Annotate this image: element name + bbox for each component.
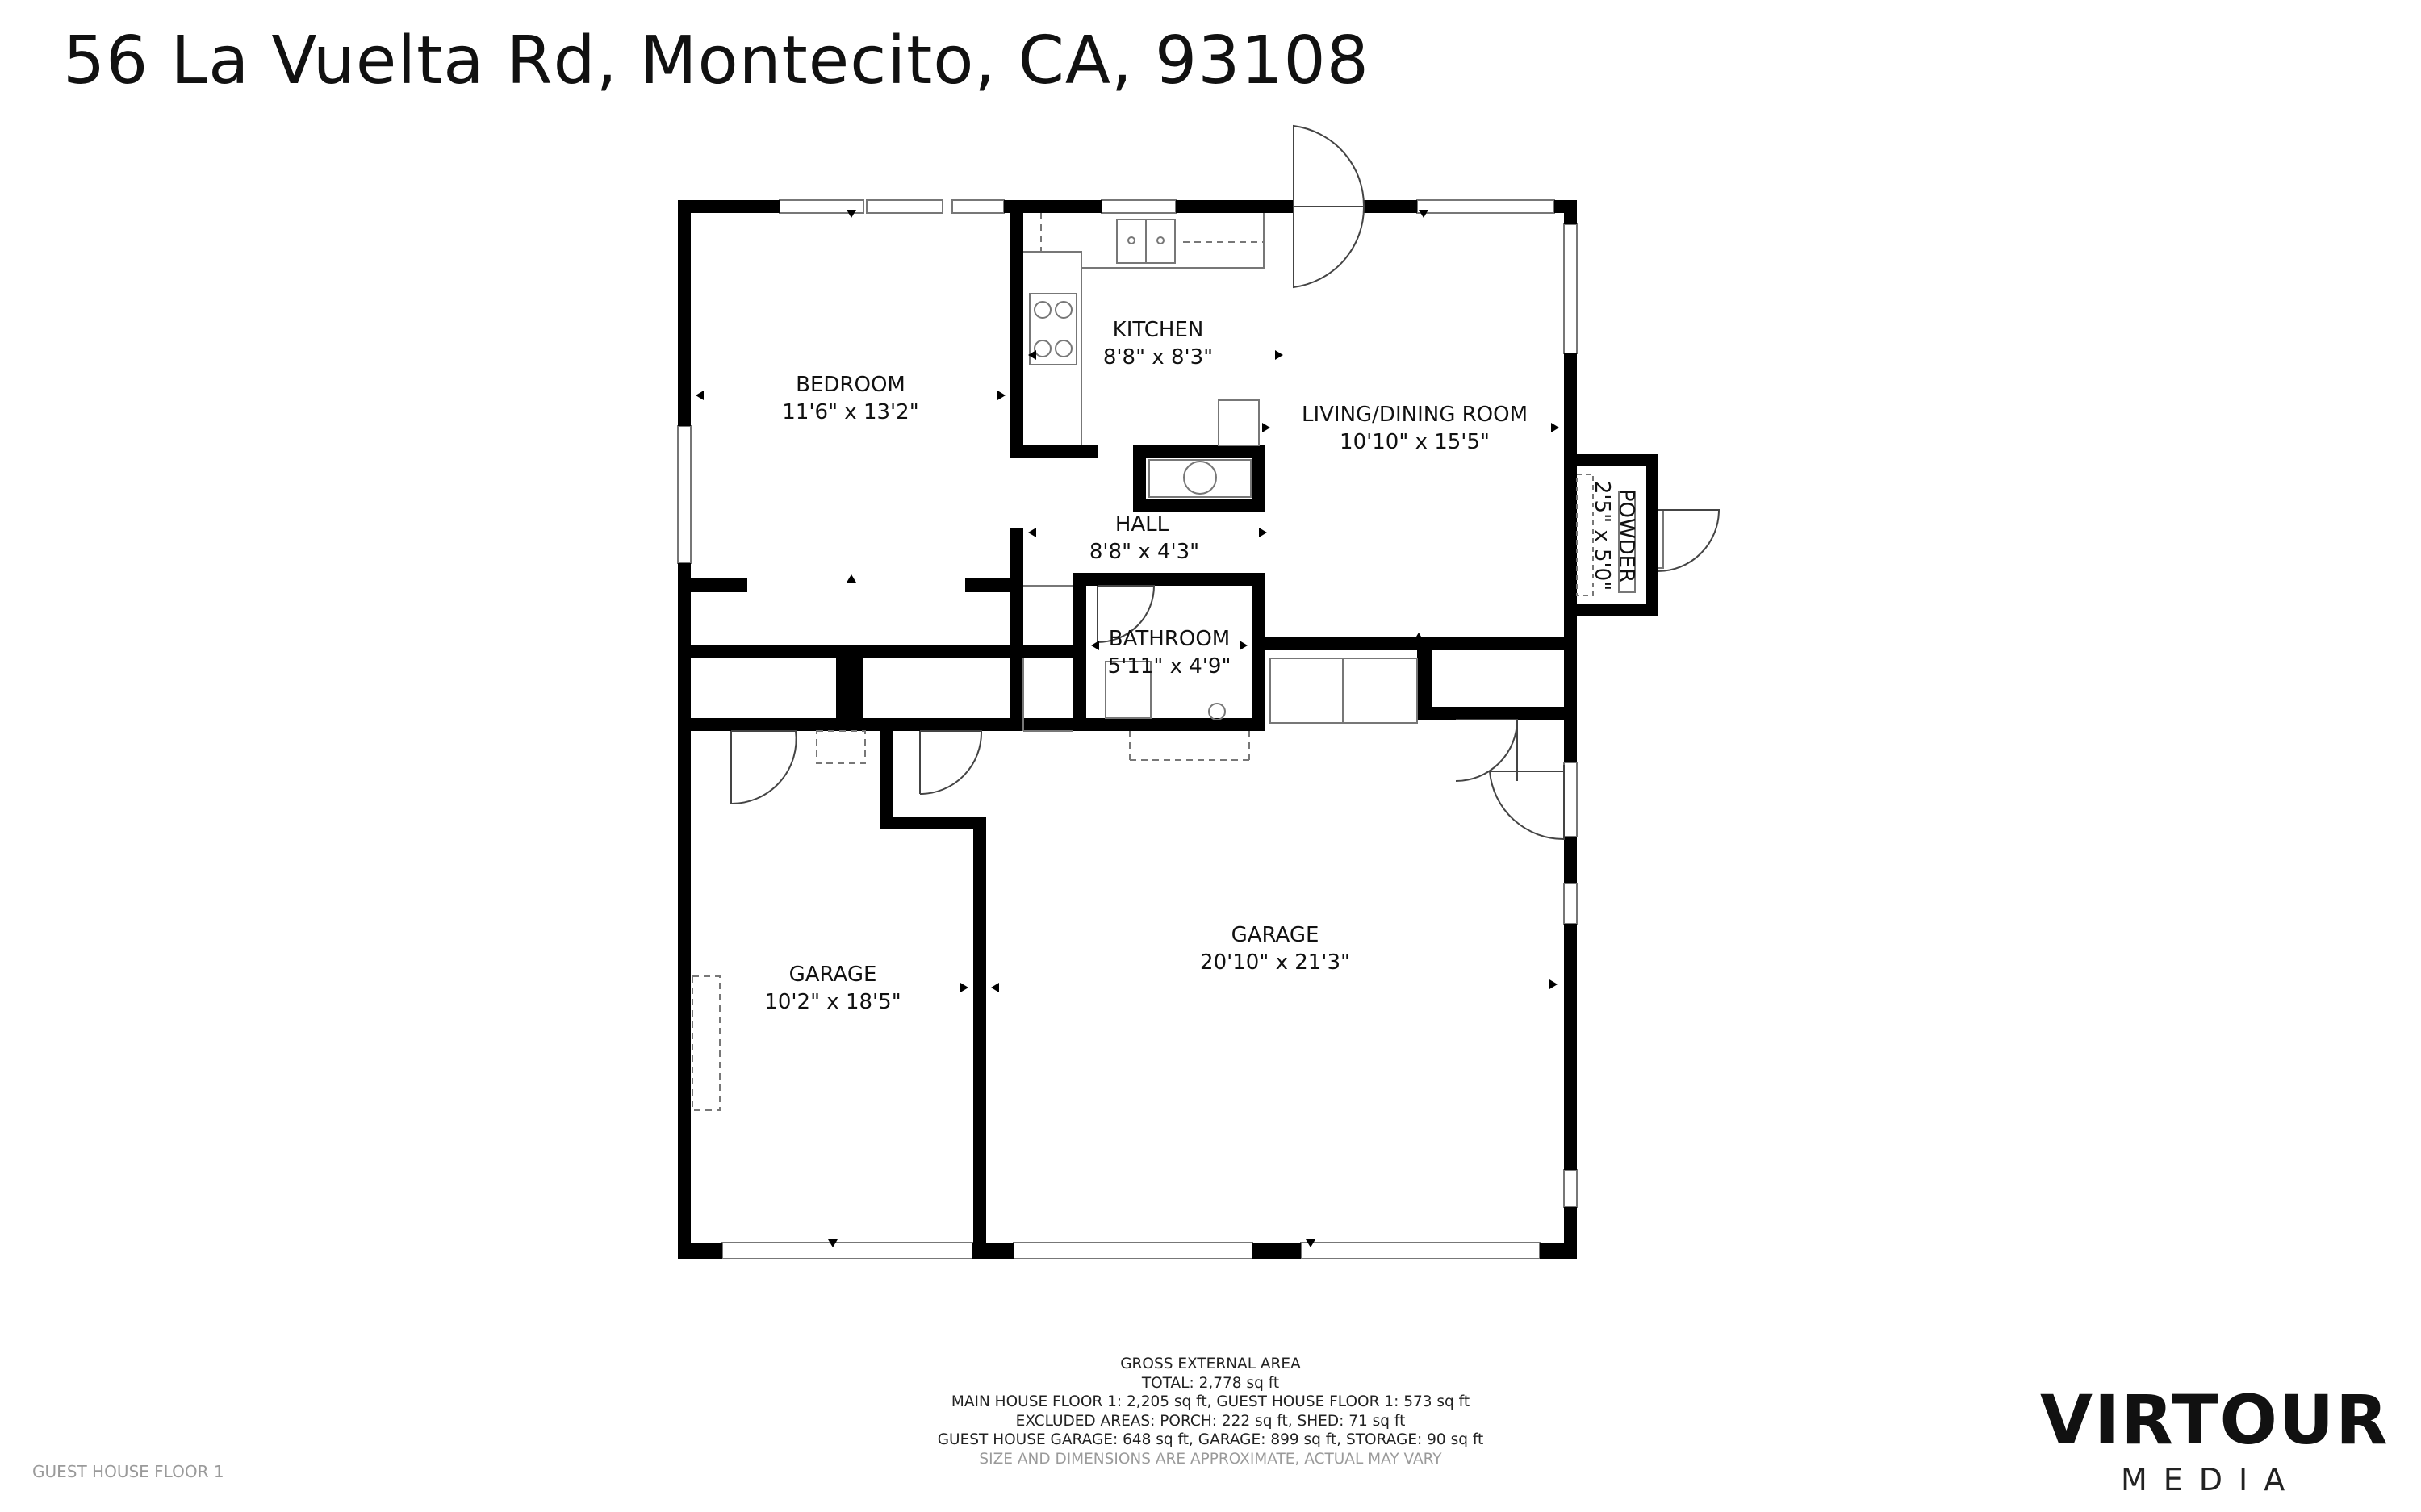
toilet — [1208, 703, 1226, 720]
dimension-marks — [696, 210, 1559, 1247]
room-dims-kitchen: 8'8" x 8'3" — [1103, 345, 1213, 370]
door-swing — [1657, 509, 1721, 572]
doors — [730, 124, 1721, 841]
window — [677, 425, 692, 564]
room-dims-powder: 2'5" x 5'0" — [1590, 481, 1614, 591]
fridge — [1218, 399, 1260, 446]
area-summary: GROSS EXTERNAL AREA TOTAL: 2,778 sq ft M… — [807, 1355, 1614, 1468]
fixtures — [692, 213, 1636, 1111]
powder-vanity — [1618, 491, 1636, 593]
window — [1563, 223, 1578, 354]
logo-sub: MEDIA — [2121, 1462, 2302, 1497]
room-dims-bathroom: 5'11" x 4'9" — [1108, 654, 1231, 679]
walls — [678, 200, 1658, 1259]
room-name-bedroom: BEDROOM — [796, 373, 905, 397]
room-dims-garage-right: 20'10" x 21'3" — [1200, 950, 1350, 975]
workbench — [692, 975, 721, 1111]
garage-door — [721, 1242, 973, 1259]
bathroom-vanity — [1105, 661, 1152, 719]
garage-door — [1013, 1242, 1253, 1259]
room-name-living: LIVING/DINING ROOM — [1302, 403, 1528, 427]
stove — [1029, 293, 1077, 365]
room-dims-hall: 8'8" x 4'3" — [1089, 540, 1199, 564]
powder-sink — [1576, 474, 1594, 596]
window — [1563, 883, 1578, 925]
door-swing — [1097, 585, 1156, 643]
property-address: 56 La Vuelta Rd, Montecito, CA, 93108 — [63, 23, 1369, 99]
logo-brand: VIRTOUR — [2040, 1380, 2390, 1460]
door-swing — [919, 730, 983, 795]
room-name-garage-left: GARAGE — [789, 963, 877, 987]
window — [1101, 199, 1177, 214]
floor-label: GUEST HOUSE FLOOR 1 — [32, 1462, 224, 1481]
room-labels: BEDROOM 11'6" x 13'2" KITCHEN 8'8" x 8'3… — [764, 318, 1638, 1014]
window — [866, 199, 943, 214]
area-disclaimer: SIZE AND DIMENSIONS ARE APPROXIMATE, ACT… — [979, 1450, 1442, 1468]
area-heading: GROSS EXTERNAL AREA — [1120, 1355, 1301, 1372]
kitchen-counter — [1023, 251, 1082, 445]
room-name-powder: POWDER — [1614, 489, 1638, 583]
brand-logo: VIRTOUR MEDIA — [2040, 1386, 2403, 1499]
area-total: TOTAL: 2,778 sq ft — [1141, 1374, 1280, 1392]
kitchen-counter — [1081, 213, 1265, 269]
window — [951, 199, 1005, 214]
room-name-hall: HALL — [1115, 512, 1169, 537]
room-dims-bedroom: 11'6" x 13'2" — [782, 400, 918, 424]
hall-sink — [1183, 461, 1217, 495]
window — [1563, 1169, 1578, 1208]
room-name-garage-right: GARAGE — [1231, 923, 1319, 947]
room-dims-garage-left: 10'2" x 18'5" — [764, 990, 901, 1014]
room-name-bathroom: BATHROOM — [1109, 627, 1230, 651]
garage-door — [1300, 1242, 1541, 1259]
vanity — [1148, 459, 1252, 498]
area-excluded: EXCLUDED AREAS: PORCH: 222 sq ft, SHED: … — [1015, 1412, 1406, 1430]
door-swing — [730, 730, 797, 805]
room-name-kitchen: KITCHEN — [1113, 318, 1204, 342]
door-swing — [1293, 206, 1365, 289]
door-swing — [1293, 124, 1365, 207]
window — [1563, 762, 1578, 837]
window — [1416, 199, 1555, 214]
area-garages: GUEST HOUSE GARAGE: 648 sq ft, GARAGE: 8… — [937, 1431, 1484, 1448]
door-swing — [1489, 765, 1565, 841]
area-floors: MAIN HOUSE FLOOR 1: 2,205 sq ft, GUEST H… — [951, 1393, 1470, 1410]
room-dims-living: 10'10" x 15'5" — [1340, 430, 1490, 454]
